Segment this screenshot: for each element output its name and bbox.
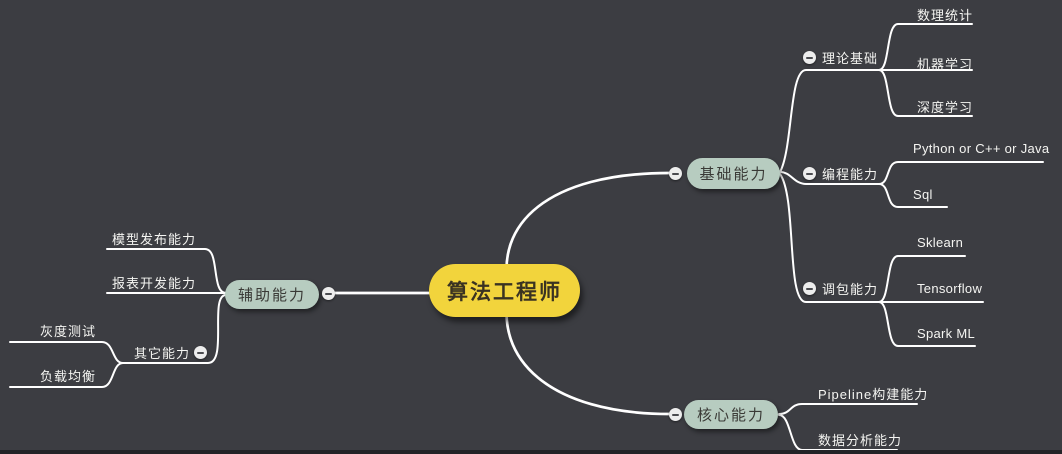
link-basic-packages — [779, 173, 880, 303]
topic-load-balance[interactable]: 负载均衡 — [40, 369, 97, 384]
collapse-button-theory[interactable] — [803, 51, 816, 64]
minus-icon — [672, 413, 679, 416]
topic-pipeline-build[interactable]: Pipeline构建能力 — [818, 387, 929, 402]
topic-python-cpp-java[interactable]: Python or C++ or Java — [913, 141, 1050, 156]
topic-data-analysis[interactable]: 数据分析能力 — [818, 433, 903, 448]
topic-sklearn[interactable]: Sklearn — [917, 235, 964, 250]
minus-icon — [325, 292, 332, 295]
topic-machine-learning[interactable]: 机器学习 — [917, 57, 974, 72]
link-basic-coding — [779, 171, 880, 185]
topic-sql[interactable]: Sql — [913, 187, 933, 202]
minus-icon — [806, 56, 813, 59]
collapse-button-coding[interactable] — [803, 167, 816, 180]
topic-model-release[interactable]: 模型发布能力 — [112, 232, 197, 247]
link-aux-modelrelease — [106, 248, 227, 294]
topic-tensorflow[interactable]: Tensorflow — [917, 281, 983, 296]
minus-icon — [197, 351, 204, 354]
collapse-button-basic[interactable] — [669, 167, 682, 180]
topic-report-dev[interactable]: 报表开发能力 — [112, 276, 197, 291]
link-coding-sql — [878, 183, 948, 208]
minus-icon — [672, 172, 679, 175]
collapse-button-packages[interactable] — [803, 282, 816, 295]
topic-deep-learning[interactable]: 深度学习 — [917, 100, 974, 115]
link-other-graytest — [9, 341, 124, 364]
topic-basic-ability[interactable]: 基础能力 — [687, 158, 780, 189]
link-basic-theory — [779, 69, 880, 173]
topic-theory-basis[interactable]: 理论基础 — [822, 51, 879, 66]
collapse-button-other[interactable] — [194, 346, 207, 359]
link-packages-sparkml — [878, 301, 976, 347]
link-theory-stat — [878, 23, 973, 71]
topic-gray-test[interactable]: 灰度测试 — [40, 324, 97, 339]
topic-core-ability[interactable]: 核心能力 — [684, 400, 778, 429]
link-theory-dl — [878, 69, 973, 117]
topic-other-ability[interactable]: 其它能力 — [134, 346, 191, 361]
collapse-button-core[interactable] — [669, 408, 682, 421]
minus-icon — [806, 287, 813, 290]
link-other-loadbalance — [9, 362, 124, 388]
link-coding-python — [878, 161, 1044, 185]
collapse-button-aux[interactable] — [322, 287, 335, 300]
link-packages-sklearn — [878, 255, 966, 303]
topic-package-ability[interactable]: 调包能力 — [822, 282, 879, 297]
topic-math-statistics[interactable]: 数理统计 — [917, 8, 974, 23]
minus-icon — [806, 172, 813, 175]
topic-coding-ability[interactable]: 编程能力 — [822, 167, 879, 182]
link-aux-other — [122, 294, 227, 364]
root-topic[interactable]: 算法工程师 — [429, 264, 580, 317]
topic-spark-ml[interactable]: Spark ML — [917, 326, 976, 341]
link-core-dataanalysis — [778, 414, 898, 451]
canvas-bottom-edge — [0, 450, 1062, 454]
link-core-pipeline — [778, 403, 918, 415]
topic-aux-ability[interactable]: 辅助能力 — [225, 280, 319, 309]
